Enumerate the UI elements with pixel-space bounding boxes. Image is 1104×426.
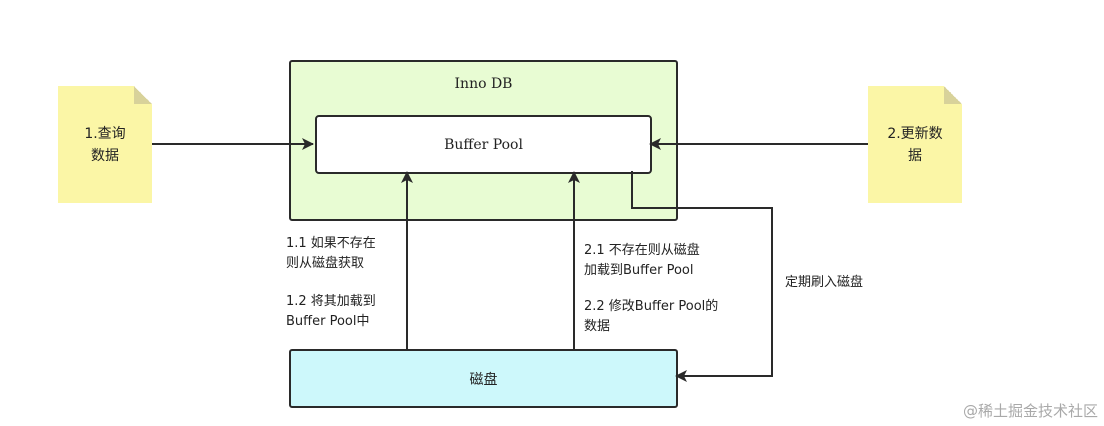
buffer-pool-label: Buffer Pool	[444, 136, 523, 153]
step-1-1-line1: 1.1 如果不存在	[286, 236, 376, 251]
watermark: @稀土掘金技术社区	[962, 402, 1098, 420]
step-2-2-line1: 2.2 修改Buffer Pool的	[584, 299, 719, 314]
note-fold-corner	[134, 86, 152, 104]
query-data-note: 1.查询 数据	[58, 86, 152, 203]
step-1-1-line2: 则从磁盘获取	[286, 256, 365, 271]
step-1-2-label: 1.2 将其加载到 Buffer Pool中	[286, 292, 376, 332]
flush-to-disk-arrow	[631, 171, 773, 382]
disk-label: 磁盘	[469, 371, 498, 388]
disk-box: 磁盘	[289, 349, 678, 408]
step-1-1-label: 1.1 如果不存在 则从磁盘获取	[286, 234, 376, 274]
step-2-2-line2: 数据	[584, 319, 611, 334]
update-data-note-text: 2.更新数 据	[887, 125, 943, 164]
step-2-1-label: 2.1 不存在则从磁盘 加载到Buffer Pool	[584, 241, 700, 281]
flush-label: 定期刷入磁盘	[785, 275, 864, 290]
step-1-2-line1: 1.2 将其加载到	[286, 294, 376, 309]
note-fold-corner	[944, 86, 962, 104]
innodb-title: Inno DB	[454, 76, 513, 92]
step-1-2-line2: Buffer Pool中	[286, 314, 370, 329]
step-2-1-line2: 加载到Buffer Pool	[584, 263, 694, 278]
buffer-pool-box: Buffer Pool	[315, 115, 652, 174]
query-data-note-text: 1.查询 数据	[84, 125, 126, 164]
step-2-1-line1: 2.1 不存在则从磁盘	[584, 243, 700, 258]
update-data-note: 2.更新数 据	[868, 86, 962, 203]
step-2-2-label: 2.2 修改Buffer Pool的 数据	[584, 297, 718, 337]
